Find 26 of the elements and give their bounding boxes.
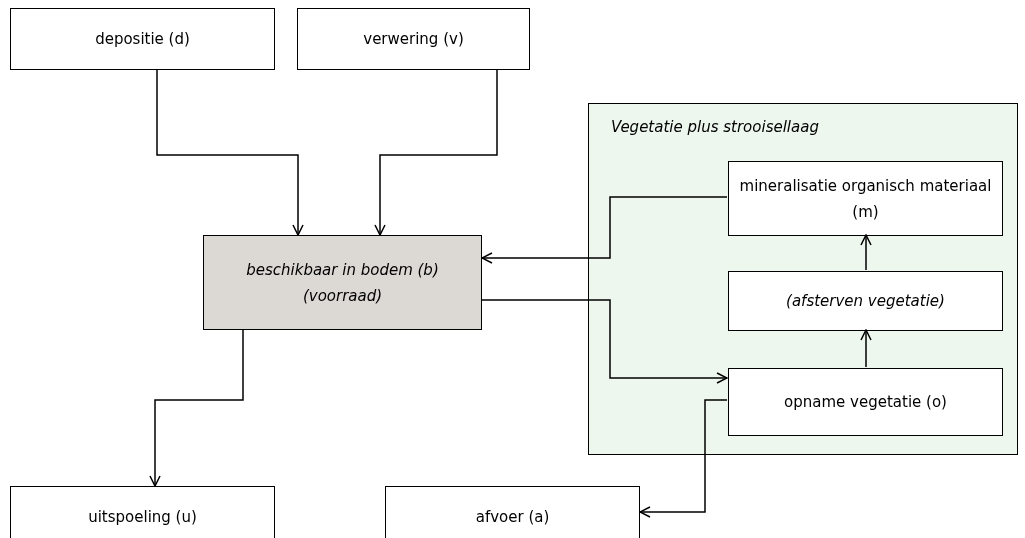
process-box bbox=[385, 486, 640, 538]
process-box bbox=[728, 161, 1003, 236]
process-box bbox=[297, 8, 530, 70]
node-label: opname vegetatie (o) bbox=[783, 392, 948, 413]
node-label: (afsterven vegetatie) bbox=[785, 291, 946, 312]
process-box bbox=[728, 271, 1003, 331]
arrow bbox=[860, 234, 872, 271]
group-panel bbox=[588, 103, 1018, 455]
arrow bbox=[374, 69, 498, 236]
group-title: Vegetatie plus strooisellaag bbox=[611, 117, 819, 138]
process-box bbox=[728, 368, 1003, 436]
node-label: uitspoeling (u) bbox=[87, 506, 198, 528]
node-label: depositie (d) bbox=[94, 29, 191, 50]
node-label: verwering (v) bbox=[362, 29, 465, 50]
arrow bbox=[639, 399, 728, 518]
arrow bbox=[149, 329, 244, 487]
stock-box bbox=[203, 235, 482, 330]
process-box bbox=[10, 8, 275, 70]
node-label: mineralisatie organisch materiaal (m) bbox=[738, 175, 993, 223]
arrow bbox=[481, 299, 728, 384]
arrow bbox=[481, 196, 728, 264]
node-label: afvoer (a) bbox=[474, 506, 551, 528]
node-label: beschikbaar in bodem (b) (voorraad) bbox=[245, 259, 440, 307]
arrow bbox=[860, 329, 872, 368]
process-box bbox=[10, 486, 275, 538]
arrow bbox=[156, 69, 304, 236]
